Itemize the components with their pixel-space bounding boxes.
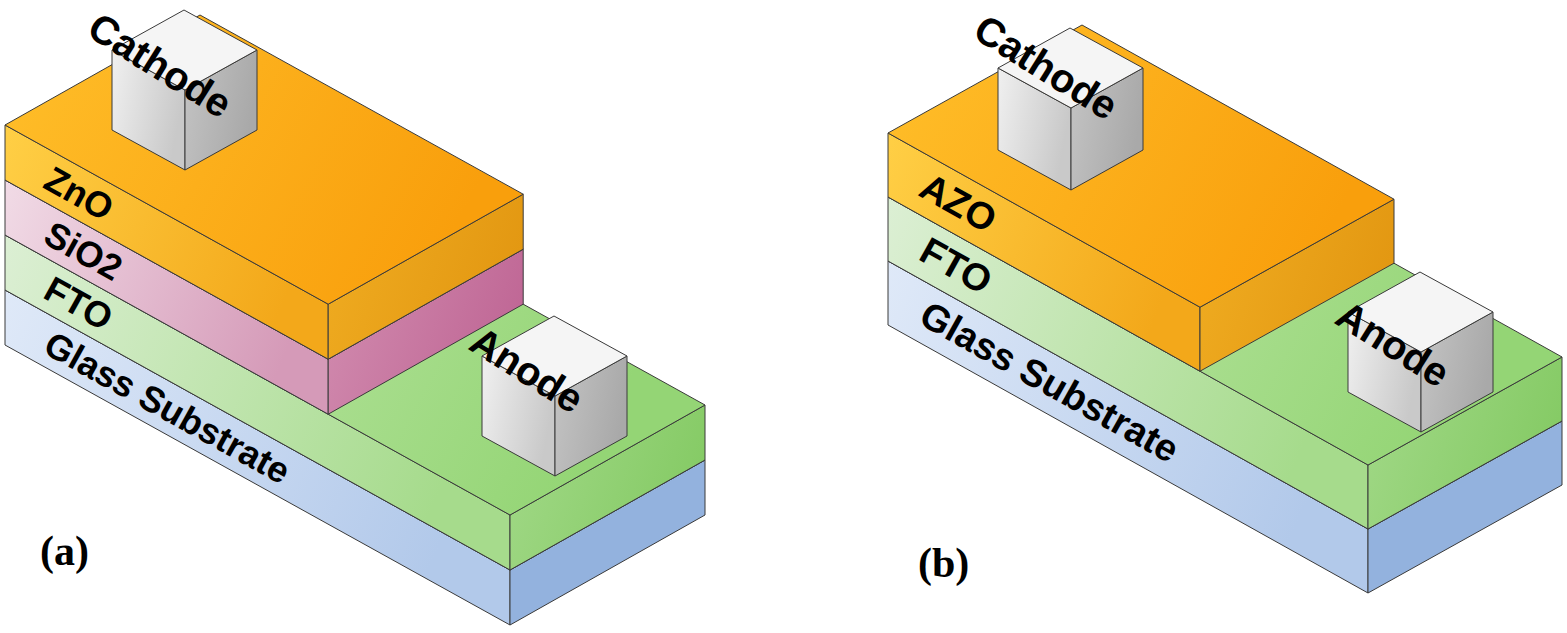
label-text: Glass Substrate	[38, 324, 297, 492]
label-text: Anode	[463, 318, 592, 421]
label-text: ZnO	[38, 159, 120, 229]
electrode-label: Cathode	[967, 6, 1126, 128]
panel-label: (b)	[918, 540, 969, 586]
zno-layer	[5, 15, 523, 359]
electrode-label: Anode	[1329, 292, 1458, 395]
label-text: Cathode	[967, 6, 1126, 128]
zno-layer-face	[5, 15, 523, 304]
layer-label: AZO	[912, 166, 1002, 242]
label-text: Anode	[1329, 292, 1458, 395]
label-text: Glass Substrate	[912, 294, 1185, 472]
layer-label: ZnO	[38, 159, 120, 229]
stack-drawing	[5, 10, 1562, 625]
label-text: Cathode	[81, 4, 240, 126]
label-text: FTO	[912, 230, 998, 303]
electrode-label: Cathode	[81, 4, 240, 126]
electrode-label: Anode	[463, 318, 592, 421]
layer-label: Glass Substrate	[38, 324, 297, 492]
label-text: AZO	[912, 166, 1002, 242]
azo-layer-face	[888, 25, 1394, 307]
panel-label: (a)	[40, 528, 89, 574]
layer-label: FTO	[912, 230, 998, 303]
layer-label: Glass Substrate	[912, 294, 1185, 472]
